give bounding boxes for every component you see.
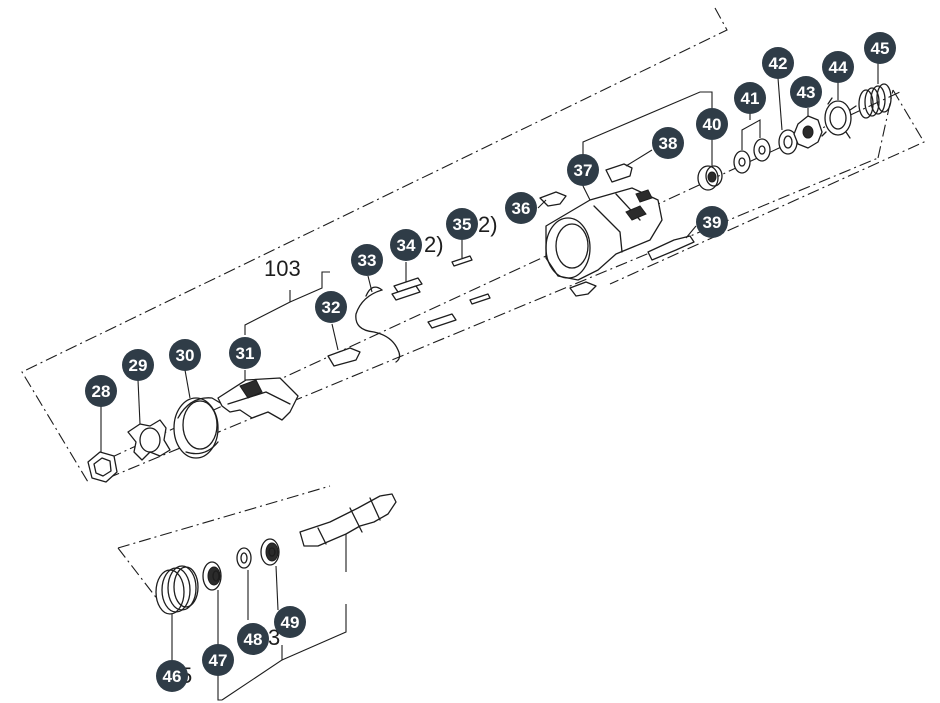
svg-text:48: 48 [244,630,263,649]
badge-41: 41 [734,82,766,114]
svg-text:32: 32 [322,298,341,317]
svg-text:29: 29 [129,356,148,375]
assembly-boundary-lower [117,485,331,601]
badge-36: 36 [505,192,537,224]
svg-text:46: 46 [163,667,182,686]
svg-text:41: 41 [741,89,760,108]
svg-text:39: 39 [703,213,722,232]
svg-text:30: 30 [176,346,195,365]
svg-text:40: 40 [703,115,722,134]
badge-35: 35 [446,208,478,240]
badge-45: 45 [864,32,896,64]
badge-28: 28 [85,375,117,407]
part-46-coil-spring [155,565,199,615]
badge-37: 37 [567,154,599,186]
badge-32: 32 [315,291,347,323]
badge-33: 33 [351,244,383,276]
svg-text:33: 33 [358,251,377,270]
badge-29: 29 [122,349,154,381]
svg-text:36: 36 [512,199,531,218]
part-34-key [391,277,457,329]
badge-38: 38 [652,127,684,159]
badge-39: 39 [696,206,728,238]
svg-text:45: 45 [871,39,890,58]
part-48-washer [236,547,252,569]
leader-lines [100,62,879,701]
part-39-lever [647,235,695,261]
svg-text:47: 47 [209,651,228,670]
svg-text:35: 35 [453,215,472,234]
part-33-spring-clip [355,286,401,363]
badge-34: 34 [390,229,422,261]
part-32-plate [327,347,361,367]
svg-text:28: 28 [92,382,111,401]
badge-48: 48 [237,623,269,655]
part-37-gear-housing [545,187,663,281]
svg-text:49: 49 [281,613,300,632]
badge-46: 46 [156,660,188,692]
badge-40: 40 [696,108,728,140]
svg-text:42: 42 [769,54,788,73]
part-49-bearing [260,538,280,566]
part-29-star-ring [127,419,171,461]
axis-centerline [109,91,901,459]
part-45-spring [858,83,892,119]
part-44-clip-ring [821,97,857,139]
part-47-gear [202,561,222,591]
svg-text:34: 34 [397,236,416,255]
part-31-selector-bracket [217,377,299,421]
part-43-gear [793,115,823,149]
svg-text:44: 44 [829,58,848,77]
part-35-pin [451,255,491,305]
badge-47: 47 [202,644,234,676]
group-label-103: 103 [264,256,301,281]
assembly-boundary-upper [21,7,925,483]
part-36-clip [539,191,597,297]
part-28-nut [87,451,118,483]
badge-44: 44 [822,51,854,83]
badge-43: 43 [790,76,822,108]
badge-42: 42 [762,47,794,79]
badge-31: 31 [229,337,261,369]
qty-note-35: 2) [478,212,498,237]
part-40-bearing [697,165,723,191]
badge-30: 30 [169,339,201,371]
svg-text:43: 43 [797,83,816,102]
svg-text:37: 37 [574,161,593,180]
spindle-shaft [299,493,397,547]
part-38-latch [605,163,633,183]
qty-note-34: 2) [424,232,444,257]
badge-49: 49 [274,606,306,638]
part-41-washer [733,138,771,174]
svg-text:31: 31 [236,344,255,363]
part-30-collar-ring [173,397,223,459]
svg-text:38: 38 [659,134,678,153]
